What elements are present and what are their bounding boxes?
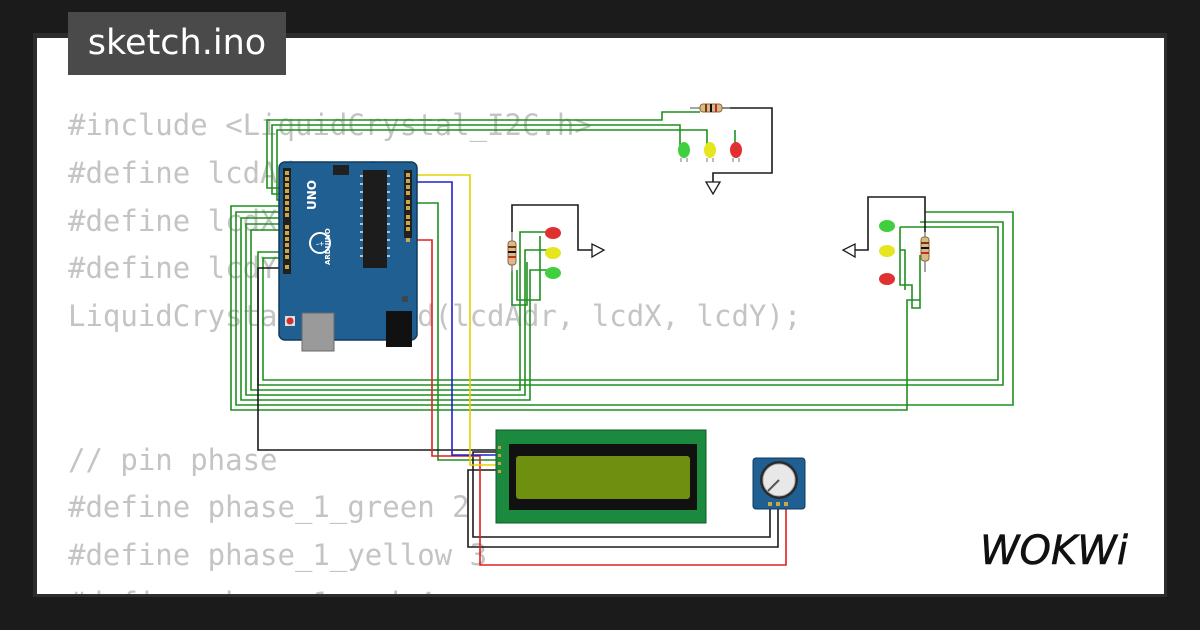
ground-arrow-icon bbox=[591, 242, 606, 259]
resistor bbox=[507, 232, 517, 272]
yellow-led bbox=[704, 142, 716, 162]
code-line: #define phase_1_red 4 bbox=[68, 580, 801, 594]
resistor bbox=[690, 103, 730, 113]
code-line: // pin phase bbox=[68, 442, 278, 477]
red-wires bbox=[407, 239, 787, 566]
svg-text:-+: -+ bbox=[316, 239, 324, 249]
resistor bbox=[920, 232, 930, 272]
board-model-label: UNO bbox=[305, 180, 319, 210]
code-line: #define phase_1_yellow 3 bbox=[68, 538, 488, 573]
board-brand-label: ARDUINO bbox=[324, 228, 332, 265]
code-background: #include <LiquidCrystal_I2C.h>#define lc… bbox=[68, 102, 801, 594]
ground-arrow-icon bbox=[704, 181, 722, 196]
blue-wire bbox=[407, 181, 500, 456]
lcd-display[interactable] bbox=[495, 429, 707, 524]
green-led bbox=[545, 267, 561, 279]
arduino-uno-board[interactable]: -+ UNO ARDUINO bbox=[278, 161, 418, 352]
wokwi-logo-text: WOKWi bbox=[980, 528, 1128, 574]
red-led bbox=[545, 227, 561, 239]
yellow-wire bbox=[407, 174, 500, 466]
green-led bbox=[879, 220, 895, 232]
code-line: #define phase_1_green 2 bbox=[68, 490, 470, 525]
traffic-light-right[interactable] bbox=[841, 220, 930, 285]
file-tab[interactable]: sketch.ino bbox=[68, 12, 286, 75]
red-led bbox=[730, 142, 742, 162]
traffic-light-top[interactable] bbox=[678, 103, 742, 196]
traffic-light-middle[interactable] bbox=[507, 227, 606, 279]
wokwi-logo: WOKWi bbox=[980, 528, 1129, 575]
yellow-led bbox=[545, 247, 561, 259]
yellow-led bbox=[879, 245, 895, 257]
red-led bbox=[879, 273, 895, 285]
black-wires bbox=[257, 107, 926, 548]
code-line: #define lcdY 2 bbox=[68, 251, 313, 286]
ground-arrow-icon bbox=[841, 242, 856, 259]
green-led bbox=[678, 142, 690, 162]
potentiometer[interactable] bbox=[752, 457, 806, 510]
